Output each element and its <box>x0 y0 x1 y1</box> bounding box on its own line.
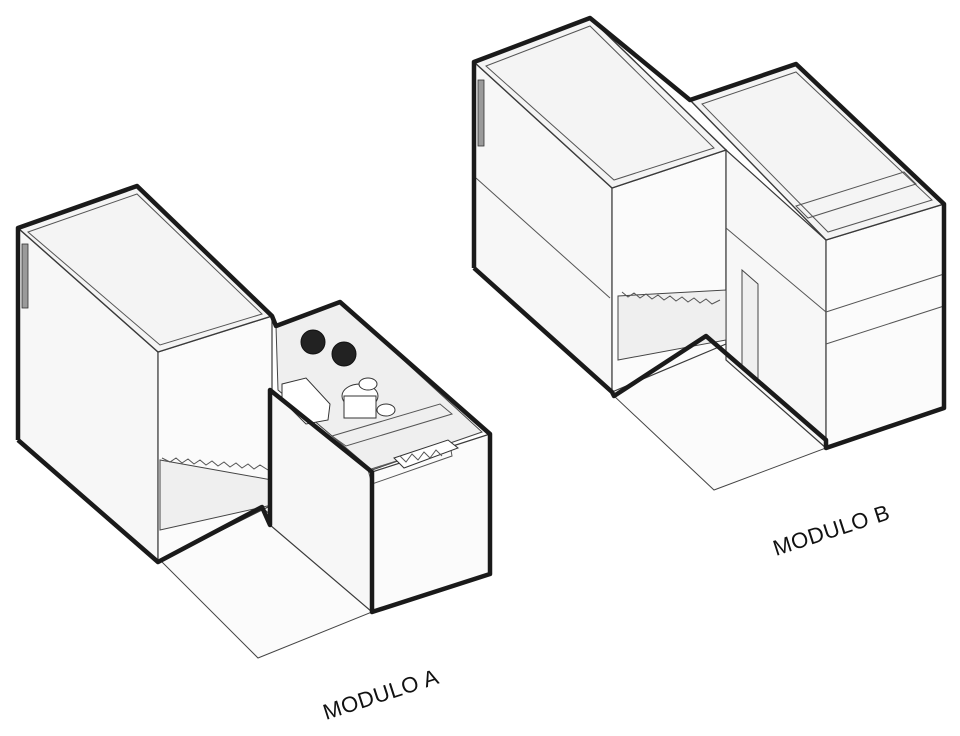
module-a-window-strip <box>21 243 29 309</box>
module-a-interior-wall <box>330 403 454 447</box>
module-a-chair-2 <box>331 341 357 367</box>
module-b-left-floor-line <box>475 177 611 299</box>
module-b-mid-floor-line <box>725 227 827 313</box>
module-a-stair-hatch <box>161 457 269 471</box>
module-a-stair-steps <box>399 449 443 463</box>
module-b <box>471 15 947 491</box>
module-b-doorway <box>741 268 759 381</box>
module-a-label: MODULO A <box>320 664 442 725</box>
module-b-right-block-right-face <box>825 203 945 449</box>
module-a-table-base <box>343 395 377 419</box>
module-b-left-roof-parapet <box>485 25 715 181</box>
module-b-right-roof-parapet <box>701 71 933 233</box>
module-a-roof-parapet <box>27 193 263 346</box>
module-b-stair-hatch <box>621 291 721 305</box>
module-a-stool-1 <box>376 403 396 417</box>
module-b-outline <box>471 15 947 451</box>
module-a-stool-2 <box>358 377 378 391</box>
module-a <box>15 183 493 659</box>
module-b-right-floor-line-1 <box>825 273 945 313</box>
module-b-window-strip <box>477 79 485 147</box>
module-b-label: MODULO B <box>770 499 893 560</box>
module-a-outline <box>15 183 493 615</box>
module-b-right-floor-line-2 <box>825 305 945 345</box>
module-a-chair-1 <box>300 329 326 355</box>
module-b-roof-step <box>795 171 917 219</box>
